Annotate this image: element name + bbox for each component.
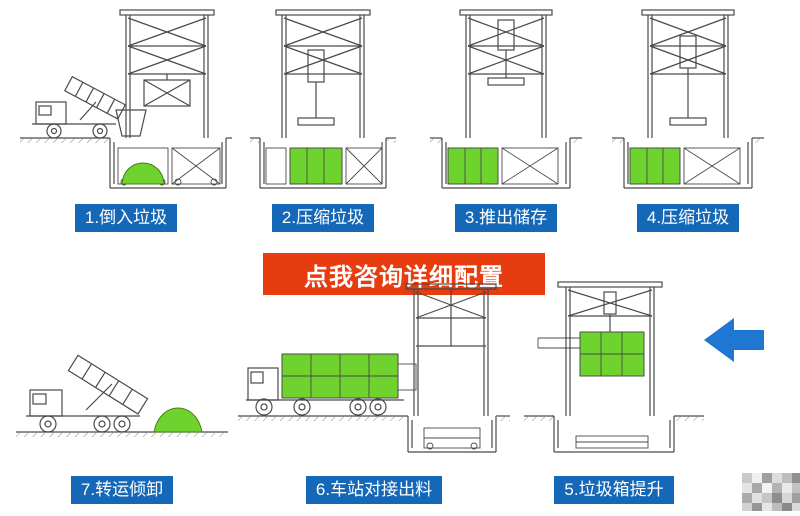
step-panel-6: 6.车站对接出料 [238, 276, 510, 504]
step-caption-6: 6.车站对接出料 [305, 476, 443, 504]
compressor-tower [641, 9, 735, 138]
step-caption-1: 1.倒入垃圾 [74, 204, 178, 232]
collection-truck [246, 367, 404, 416]
box-lifting-diagram [524, 281, 704, 453]
step-panel-2: 2.压缩垃圾 [250, 6, 396, 232]
flow-arrow-left-icon [700, 312, 768, 373]
compressor-tower [459, 9, 553, 138]
step-caption-5: 5.垃圾箱提升 [554, 476, 674, 504]
garbage-pile [121, 162, 165, 185]
transfer-truck-tipping [26, 354, 149, 433]
pit-containers [447, 147, 559, 185]
lifted-box-grid [537, 331, 645, 377]
step-caption-2: 2.压缩垃圾 [271, 204, 375, 232]
truck-container-grid [281, 353, 417, 399]
green-garbage-container [447, 147, 499, 185]
step-panel-5: 5.垃圾箱提升 [524, 276, 704, 504]
consult-banner-button[interactable]: 点我咨询详细配置 [263, 253, 545, 295]
lifting-tower [557, 281, 663, 416]
pit-containers [265, 147, 383, 185]
pit-equipment [575, 435, 649, 449]
underground-pit [524, 415, 704, 453]
compress-garbage-diagram-2 [612, 9, 764, 189]
green-garbage-container [629, 147, 681, 185]
underground-pit [612, 137, 764, 189]
underground-pit [20, 137, 232, 189]
compressor-tower [275, 9, 371, 138]
transfer-dump-diagram [16, 354, 228, 437]
step-panel-3: 3.推出储存 [430, 6, 582, 232]
step-caption-7: 7.转运倾卸 [70, 476, 174, 504]
station-docking-diagram [238, 283, 510, 453]
pit-containers [629, 147, 741, 185]
compress-garbage-diagram [250, 9, 396, 189]
push-out-storage-diagram [430, 9, 582, 189]
step-caption-3: 3.推出储存 [454, 204, 558, 232]
dump-in-garbage-diagram [20, 9, 232, 189]
step-panel-4: 4.压缩垃圾 [612, 6, 764, 232]
underground-pit [430, 137, 582, 189]
pit-equipment [423, 427, 481, 450]
step-panel-7: 7.转运倾卸 [16, 292, 228, 504]
green-garbage-container [289, 147, 343, 185]
compressor-tower [115, 9, 215, 138]
dumped-garbage-pile [153, 407, 203, 433]
step-caption-4: 4.压缩垃圾 [636, 204, 740, 232]
step-panel-1: 1.倒入垃圾 [20, 6, 232, 232]
station-tower [405, 283, 497, 416]
watermark-logo [742, 473, 800, 516]
ground-line [16, 431, 228, 437]
garbage-truck-tipping [32, 75, 127, 139]
underground-pit [238, 415, 510, 453]
